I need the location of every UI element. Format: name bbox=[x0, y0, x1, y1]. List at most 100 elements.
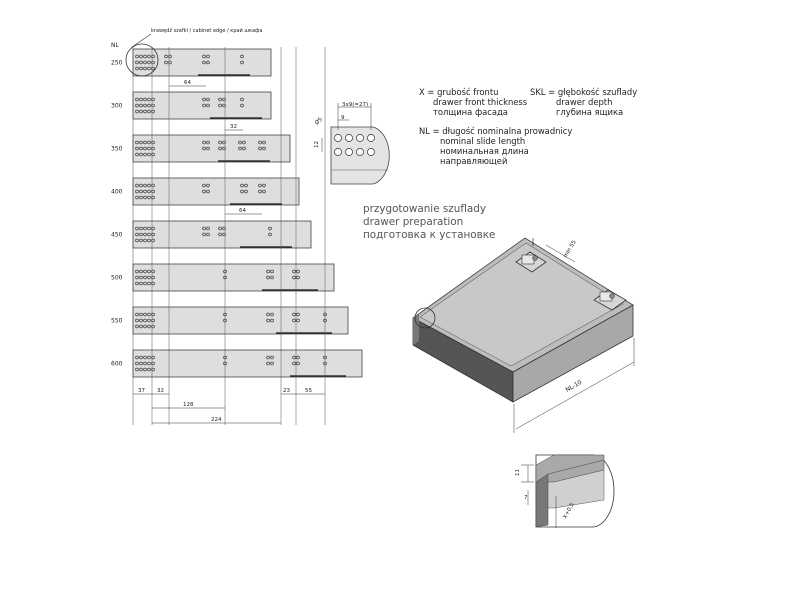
drill-hole bbox=[143, 195, 147, 200]
drill-hole bbox=[151, 195, 155, 200]
drill-hole bbox=[240, 54, 244, 59]
drill-hole bbox=[147, 232, 151, 237]
drill-hole bbox=[135, 238, 139, 243]
drill-hole bbox=[143, 66, 147, 71]
drill-hole bbox=[147, 54, 151, 59]
drill-hole bbox=[139, 54, 143, 59]
drill-hole bbox=[143, 183, 147, 188]
drill-hole bbox=[242, 140, 246, 145]
drilling-panel-550 bbox=[132, 306, 349, 335]
drill-hole bbox=[296, 275, 300, 280]
drilling-panel-350 bbox=[132, 134, 291, 163]
drill-hole bbox=[147, 140, 151, 145]
drill-hole bbox=[151, 275, 155, 280]
drill-hole bbox=[135, 140, 139, 145]
drill-hole bbox=[222, 103, 226, 108]
drill-hole bbox=[266, 312, 270, 317]
drill-hole bbox=[258, 146, 262, 151]
drill-hole bbox=[296, 318, 300, 323]
drill-hole bbox=[135, 281, 139, 286]
legend-nl-en: nominal slide length bbox=[440, 136, 526, 146]
drill-hole bbox=[139, 66, 143, 71]
drill-hole bbox=[151, 189, 155, 194]
drill-hole bbox=[270, 312, 274, 317]
hole-detail bbox=[321, 103, 390, 185]
drill-hole bbox=[262, 183, 266, 188]
drill-hole bbox=[202, 189, 206, 194]
drill-hole bbox=[151, 146, 155, 151]
drill-hole bbox=[135, 54, 139, 59]
drill-hole bbox=[202, 103, 206, 108]
legend-nl-pl: NL = długość nominalna prowadnicy bbox=[419, 126, 573, 136]
drill-hole bbox=[135, 183, 139, 188]
drilling-panel-300 bbox=[132, 91, 272, 120]
iso-rear-label: min 55 bbox=[563, 239, 578, 259]
drill-hole bbox=[143, 367, 147, 372]
drill-hole bbox=[135, 109, 139, 114]
drill-hole bbox=[206, 189, 210, 194]
legend-skl-ru: глубина ящика bbox=[556, 107, 624, 117]
drill-hole bbox=[206, 146, 210, 151]
drill-hole bbox=[222, 97, 226, 102]
drill-hole bbox=[139, 146, 143, 151]
drill-hole bbox=[218, 226, 222, 231]
drill-hole bbox=[222, 146, 226, 151]
drill-hole bbox=[143, 269, 147, 274]
drill-hole bbox=[139, 103, 143, 108]
drill-hole bbox=[218, 232, 222, 237]
dim-224: 224 bbox=[211, 417, 222, 423]
drill-hole bbox=[135, 367, 139, 372]
drill-hole bbox=[151, 226, 155, 231]
drill-hole bbox=[143, 238, 147, 243]
drill-hole bbox=[240, 189, 244, 194]
drill-hole bbox=[139, 312, 143, 317]
drill-hole bbox=[143, 109, 147, 114]
drill-hole bbox=[143, 140, 147, 145]
drill-hole bbox=[147, 312, 151, 317]
drill-hole bbox=[270, 318, 274, 323]
drill-hole bbox=[266, 355, 270, 360]
drill-hole bbox=[147, 367, 151, 372]
drill-hole bbox=[262, 146, 266, 151]
drill-hole bbox=[202, 226, 206, 231]
drill-hole bbox=[147, 195, 151, 200]
drill-hole bbox=[240, 60, 244, 65]
drill-hole bbox=[151, 232, 155, 237]
drill-hole bbox=[292, 361, 296, 366]
drill-hole bbox=[147, 189, 151, 194]
drill-hole bbox=[164, 54, 168, 59]
drill-hole bbox=[135, 103, 139, 108]
drill-hole bbox=[139, 195, 143, 200]
drill-hole bbox=[151, 109, 155, 114]
reference-lines bbox=[132, 47, 326, 425]
drill-hole bbox=[222, 140, 226, 145]
drill-hole bbox=[139, 238, 143, 243]
drill-hole bbox=[151, 66, 155, 71]
drill-hole bbox=[147, 361, 151, 366]
dim-pitch: 3x9(=27) bbox=[342, 102, 368, 108]
drill-hole bbox=[151, 312, 155, 317]
drill-hole bbox=[164, 60, 168, 65]
legend-nl-ru1: номинальная длина bbox=[440, 146, 529, 156]
drill-hole bbox=[147, 146, 151, 151]
drill-hole bbox=[143, 355, 147, 360]
drill-hole bbox=[202, 60, 206, 65]
legend-nl-ru2: направляющей bbox=[440, 156, 508, 166]
drill-hole bbox=[268, 226, 272, 231]
drill-hole bbox=[135, 97, 139, 102]
nl-header: NL bbox=[111, 42, 119, 49]
nl-600-label: 600 bbox=[111, 361, 123, 368]
drill-hole bbox=[135, 152, 139, 157]
legend-x-pl: X = grubość frontu bbox=[419, 87, 499, 97]
dim-23: 23 bbox=[283, 388, 290, 394]
drill-hole bbox=[222, 232, 226, 237]
drill-hole bbox=[147, 238, 151, 243]
dim-128: 128 bbox=[183, 402, 194, 408]
drill-hole bbox=[270, 361, 274, 366]
drill-hole bbox=[151, 183, 155, 188]
drill-hole bbox=[147, 183, 151, 188]
nl-550-label: 550 bbox=[111, 318, 123, 325]
drill-hole bbox=[258, 183, 262, 188]
nl-450-label: 450 bbox=[111, 232, 123, 239]
drill-hole bbox=[168, 54, 172, 59]
